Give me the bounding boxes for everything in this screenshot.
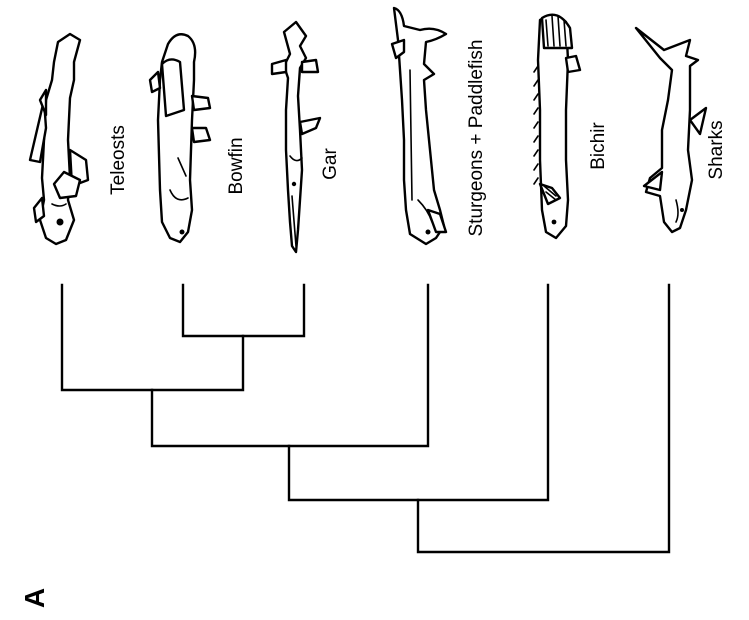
taxon-label-teleosts: Teleosts [108,125,129,195]
clade-holostei-teleostei [60,283,245,392]
taxon-label-sharks: Sharks [706,120,727,179]
taxon-label-bichir: Bichir [588,122,609,170]
taxon-label-sturgeons-paddlefish: Sturgeons + Paddlefish [466,40,487,237]
clade-bowfin-gar [181,283,306,338]
taxon-label-gar: Gar [320,147,341,179]
teleost-fish-icon [28,32,90,246]
cladogram [60,283,671,554]
clade-actinopteri [150,283,430,448]
shark-icon [634,26,708,234]
clade-root [416,283,671,554]
gar-fish-icon [270,20,322,254]
clade-actinopterygii [287,283,550,502]
taxon-label-bowfin: Bowfin [226,137,247,194]
sturgeon-fish-icon [390,6,448,246]
panel-label: A [19,588,50,608]
bowfin-fish-icon [148,33,212,244]
bichir-fish-icon [533,13,582,240]
